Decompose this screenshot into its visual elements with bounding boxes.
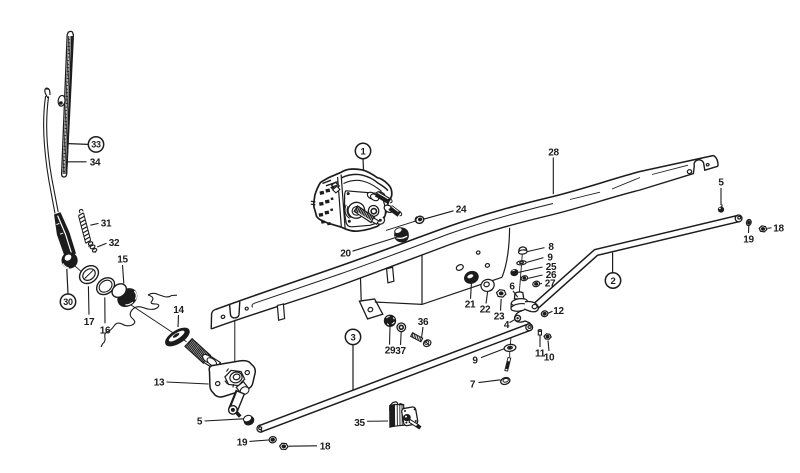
svg-text:11: 11 <box>535 349 546 360</box>
svg-text:24: 24 <box>456 205 467 216</box>
svg-text:9: 9 <box>472 356 478 367</box>
svg-text:19: 19 <box>237 438 248 449</box>
svg-text:4: 4 <box>504 320 510 331</box>
svg-text:5: 5 <box>197 417 203 428</box>
svg-text:31: 31 <box>101 219 112 230</box>
svg-text:12: 12 <box>553 306 564 317</box>
svg-text:15: 15 <box>117 255 128 266</box>
svg-text:20: 20 <box>340 249 351 260</box>
svg-text:9: 9 <box>547 253 553 264</box>
svg-text:21: 21 <box>465 300 476 311</box>
svg-text:16: 16 <box>100 326 111 337</box>
svg-text:5: 5 <box>718 178 724 189</box>
svg-text:30: 30 <box>63 297 73 307</box>
svg-text:7: 7 <box>470 380 476 391</box>
svg-text:22: 22 <box>480 305 491 316</box>
svg-text:18: 18 <box>320 442 331 453</box>
svg-text:29: 29 <box>385 346 396 357</box>
svg-text:25: 25 <box>546 262 557 273</box>
svg-text:33: 33 <box>91 140 101 150</box>
svg-text:23: 23 <box>494 312 505 323</box>
svg-text:32: 32 <box>109 238 120 249</box>
svg-text:10: 10 <box>544 353 555 364</box>
svg-text:35: 35 <box>354 418 365 429</box>
svg-text:18: 18 <box>773 224 784 235</box>
svg-text:37: 37 <box>395 346 406 357</box>
svg-text:13: 13 <box>154 378 165 389</box>
svg-text:3: 3 <box>351 332 356 343</box>
svg-text:26: 26 <box>546 270 557 281</box>
svg-text:14: 14 <box>173 305 184 316</box>
svg-text:34: 34 <box>90 158 101 169</box>
svg-text:27: 27 <box>545 279 556 290</box>
svg-text:1: 1 <box>361 146 367 157</box>
svg-text:36: 36 <box>418 317 429 328</box>
svg-text:2: 2 <box>611 276 616 287</box>
svg-text:6: 6 <box>509 282 515 293</box>
svg-text:19: 19 <box>743 235 754 246</box>
svg-text:17: 17 <box>84 317 95 328</box>
svg-text:28: 28 <box>548 148 559 159</box>
svg-text:8: 8 <box>548 242 554 253</box>
